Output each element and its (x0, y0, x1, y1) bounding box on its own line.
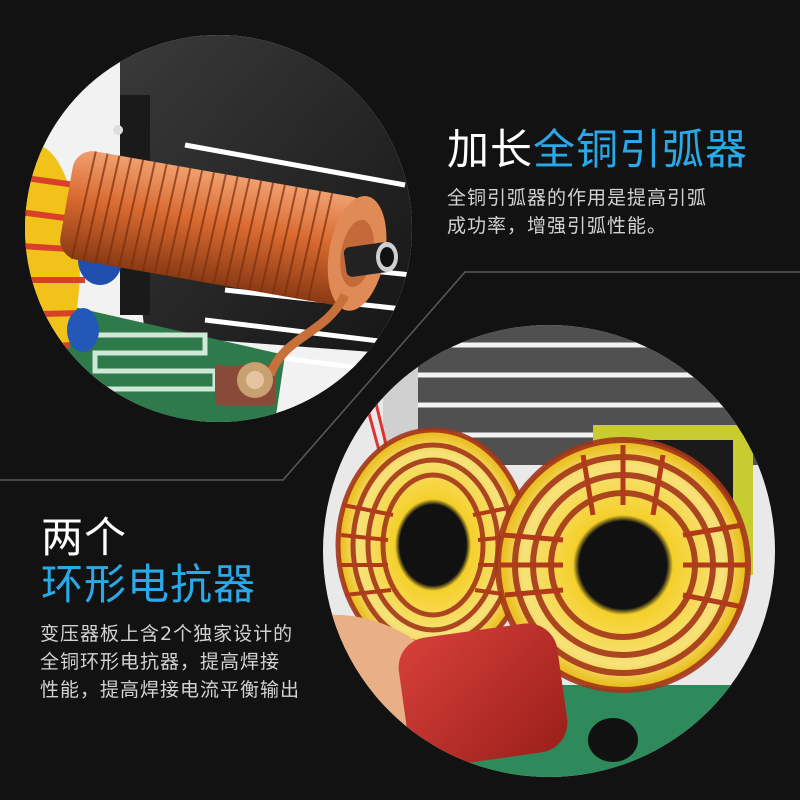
reactor-title-line2: 环形电抗器 (41, 560, 257, 609)
description-line: 全铜引弧器的作用是提高引弧 (447, 187, 708, 209)
description-line: 成功率，增强引弧性能。 (447, 215, 668, 237)
reactor-description: 变压器板上含2个独家设计的 全铜环形电抗器，提高焊接 性能，提高焊接电流平衡输出 (40, 620, 300, 704)
description-line: 变压器板上含2个独家设计的 (40, 623, 294, 645)
arc-starter-title-highlight: 全铜引弧器 (533, 125, 749, 174)
description-line: 全铜环形电抗器，提高焊接 (40, 651, 281, 673)
arc-starter-photo (25, 35, 412, 422)
arc-starter-title-prefix: 加长 (447, 125, 534, 174)
toroidal-reactors-photo (323, 325, 775, 777)
description-line: 性能，提高焊接电流平衡输出 (40, 679, 301, 701)
reactor-title-line1: 两个 (41, 513, 128, 562)
arc-starter-title: 加长全铜引弧器 (447, 127, 748, 173)
arc-starter-description: 全铜引弧器的作用是提高引弧 成功率，增强引弧性能。 (447, 184, 707, 240)
